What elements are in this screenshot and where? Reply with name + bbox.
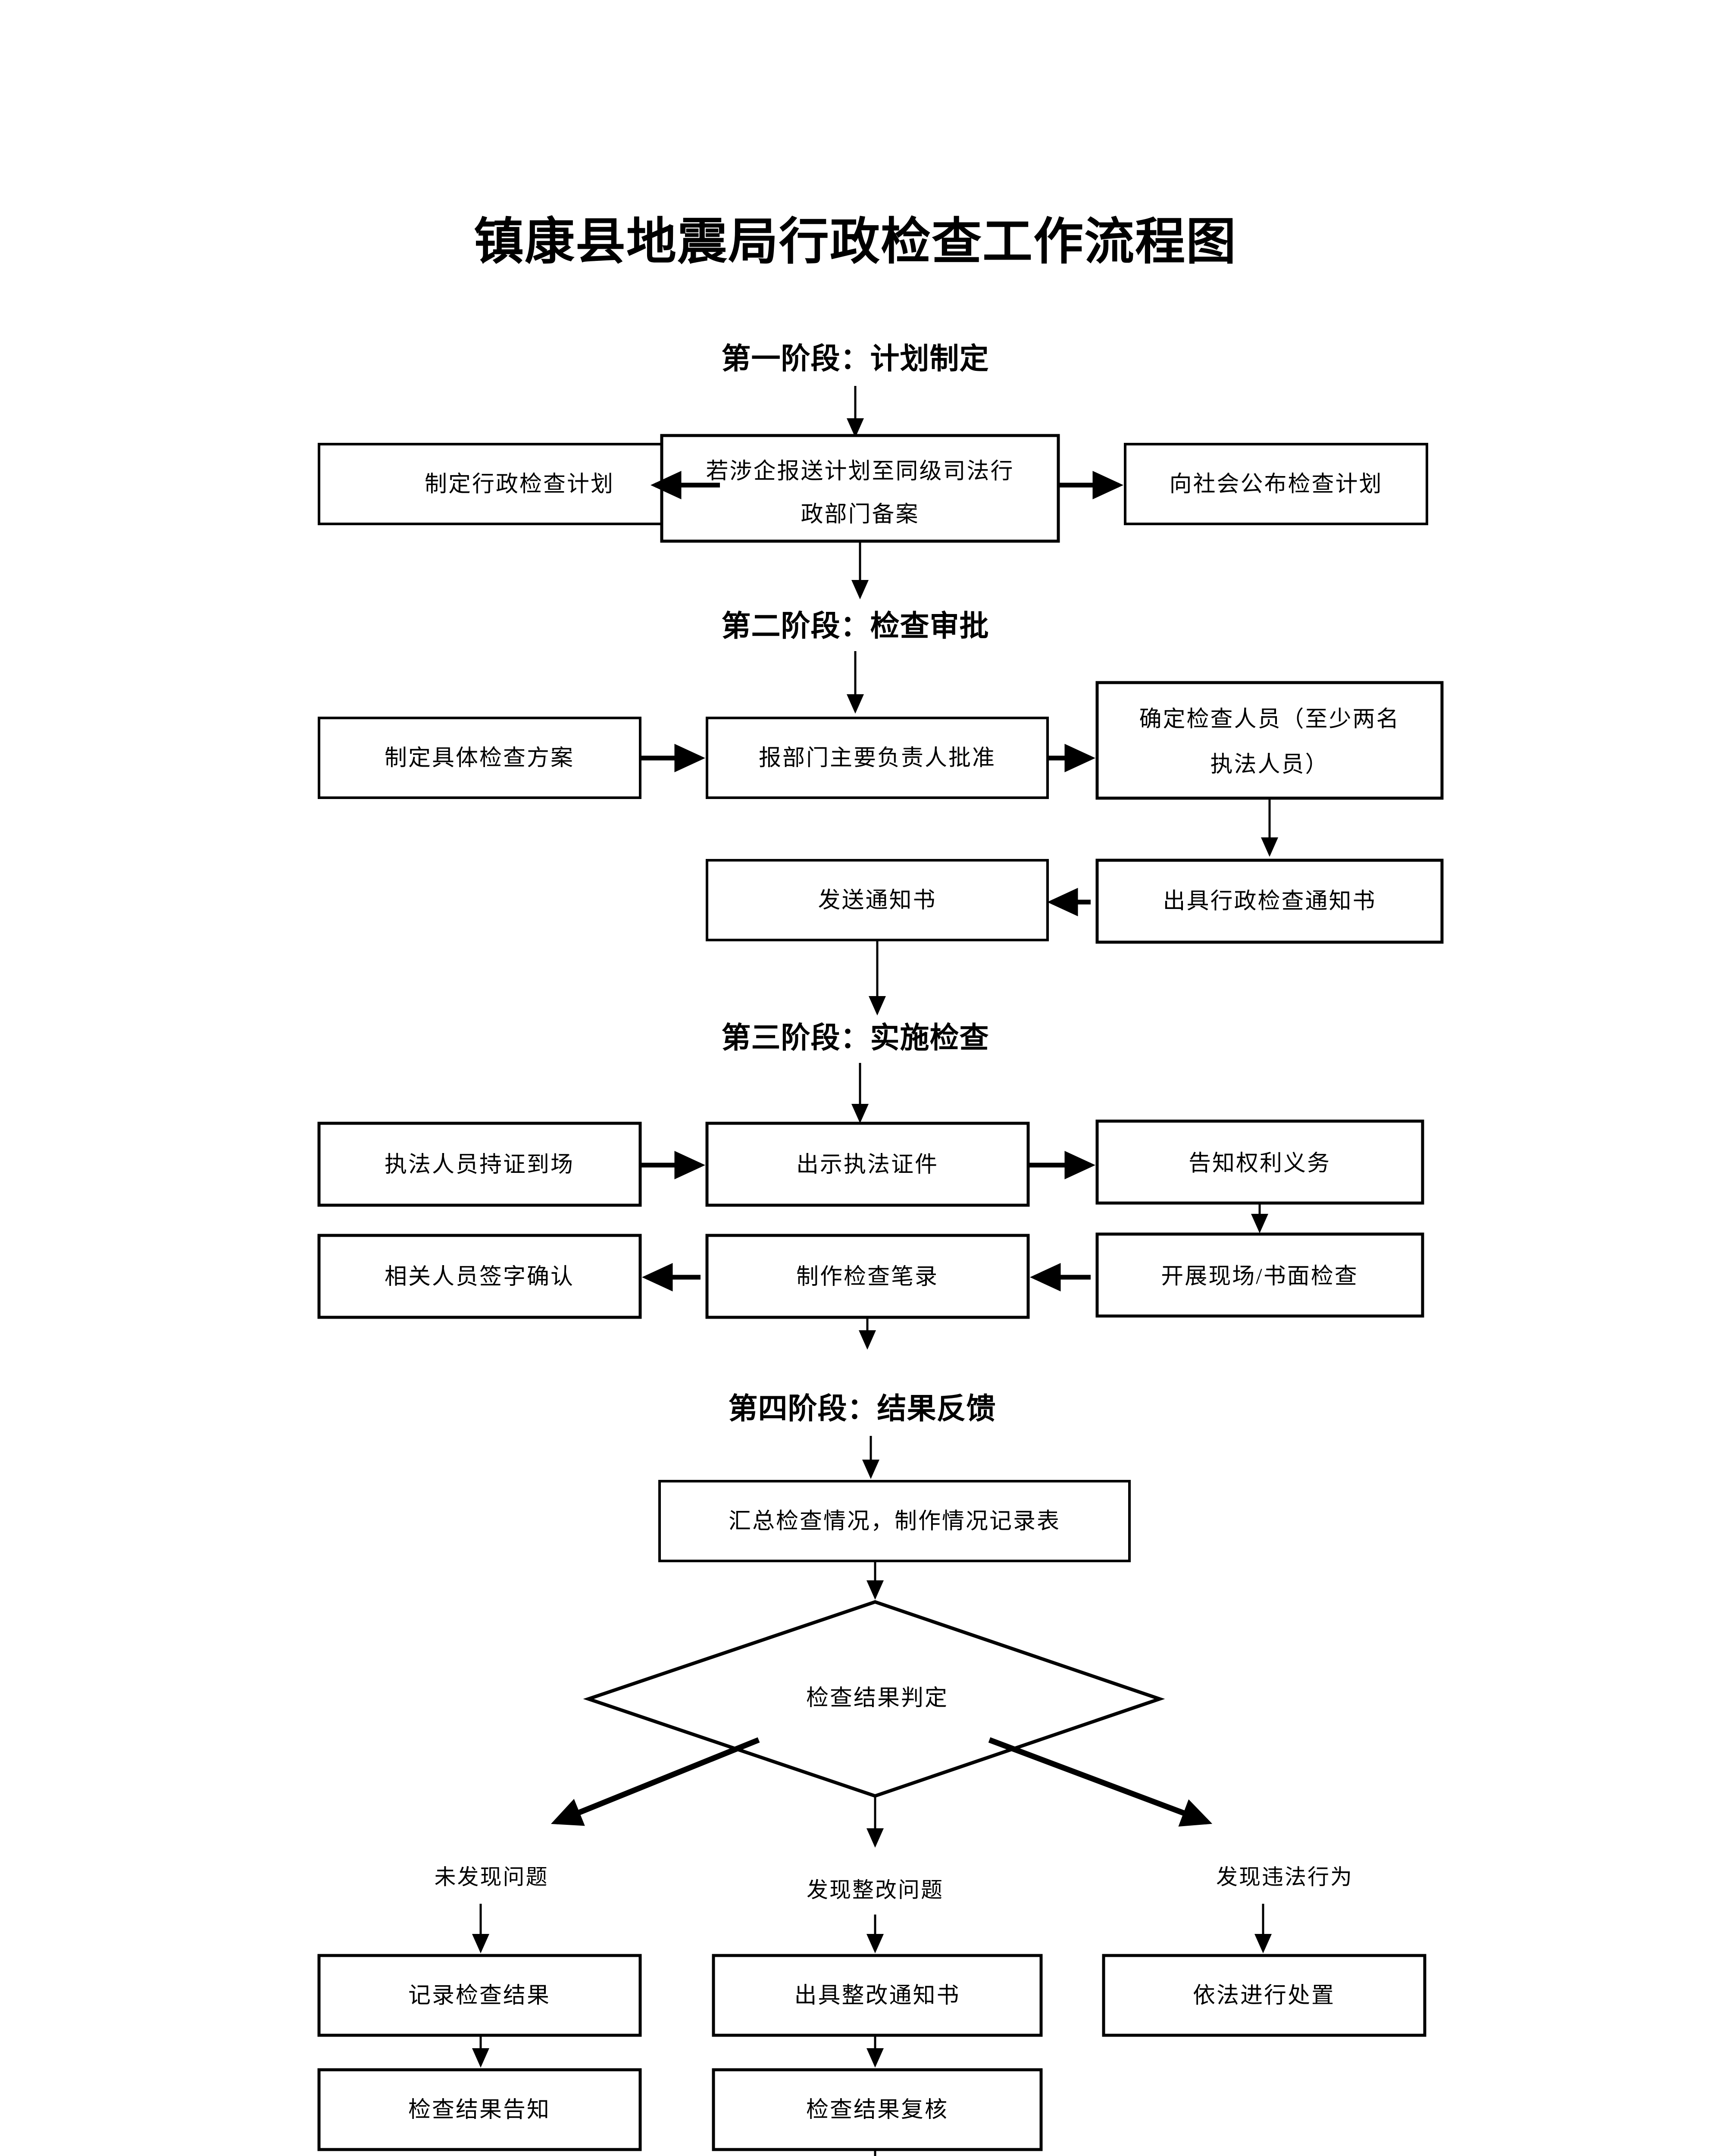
node-p3-n1-label: 执法人员持证到场 <box>385 1153 574 1177</box>
node-p2-n5-label: 出具行政检查通知书 <box>1163 889 1376 914</box>
phase-3-heading: 第三阶段：实施检查 <box>721 1022 989 1054</box>
node-p4-n3-label: 出具整改通知书 <box>794 1984 960 2008</box>
connector-decision-to-branch-right <box>988 1737 1213 1827</box>
node-p4-n4-box[interactable] <box>1102 1954 1426 2037</box>
node-p4-n5-box[interactable] <box>317 2068 642 2151</box>
node-p4-n3-box[interactable] <box>712 1954 1043 2037</box>
node-p3-n4-box[interactable] <box>317 1234 642 1319</box>
node-p2-n4-label: 发送通知书 <box>818 888 936 913</box>
branch-label-left: 未发现问题 <box>435 1865 549 1889</box>
node-p3-n3-label: 告知权利义务 <box>1189 1151 1331 1176</box>
node-p3-n3-box[interactable] <box>1095 1119 1424 1205</box>
node-p3-n5-box[interactable] <box>705 1234 1030 1319</box>
phase-1-heading: 第一阶段：计划制定 <box>721 342 989 375</box>
node-p3-n6-box[interactable] <box>1095 1232 1424 1318</box>
node-p2-n4-box[interactable] <box>706 859 1049 941</box>
node-p2-n2-box[interactable] <box>706 717 1049 799</box>
page-title: 镇康县地震局行政检查工作流程图 <box>474 213 1237 270</box>
node-p3-n2-box[interactable] <box>705 1122 1030 1207</box>
phase-4-heading: 第四阶段：结果反馈 <box>728 1392 996 1425</box>
node-p4-n2-label: 记录检查结果 <box>408 1984 551 2008</box>
branch-label-right: 发现违法行为 <box>1216 1865 1353 1889</box>
node-p4-decision-label: 检查结果判定 <box>806 1686 948 1711</box>
node-p3-n5-label: 制作检查笔录 <box>796 1265 938 1289</box>
branch-label-center: 发现整改问题 <box>807 1878 944 1902</box>
node-p2-n3-label-line2: 执法人员） <box>1210 752 1329 777</box>
node-p3-n6-label: 开展现场/书面检查 <box>1161 1264 1358 1289</box>
node-p4-n1-label: 汇总检查情况，制作情况记录表 <box>729 1509 1060 1534</box>
node-p4-n4-label: 依法进行处置 <box>1193 1984 1335 2008</box>
node-p2-n2-label: 报部门主要负责人批准 <box>759 746 996 771</box>
connector-decision-to-branch-left <box>551 1737 760 1826</box>
node-p2-n3-box[interactable] <box>1095 681 1444 800</box>
node-p3-n2-label: 出示执法证件 <box>796 1153 938 1177</box>
phase-2-heading: 第二阶段：检查审批 <box>721 610 989 642</box>
node-p2-n1-label: 制定具体检查方案 <box>385 746 574 771</box>
node-p1-n2-box[interactable] <box>660 434 1060 543</box>
node-p4-n6-box[interactable] <box>712 2068 1043 2151</box>
node-p2-n5-box[interactable] <box>1095 859 1444 944</box>
node-p1-n2-label-line2: 政部门备案 <box>801 502 919 527</box>
node-p1-n3-box[interactable] <box>1124 443 1428 525</box>
node-p1-n2-label-line1: 若涉企报送计划至同级司法行 <box>706 459 1014 484</box>
node-p1-n3-label: 向社会公布检查计划 <box>1169 472 1383 497</box>
node-p4-n2-box[interactable] <box>317 1954 642 2037</box>
node-p3-n4-label: 相关人员签字确认 <box>385 1265 574 1289</box>
node-p4-n1-box[interactable] <box>658 1480 1131 1562</box>
node-p4-n5-label: 检查结果告知 <box>408 2098 551 2122</box>
node-p1-n1-label: 制定行政检查计划 <box>425 472 614 497</box>
node-p4-n6-label: 检查结果复核 <box>806 2098 948 2122</box>
node-p2-n3-label-line1: 确定检查人员（至少两名 <box>1139 707 1400 732</box>
